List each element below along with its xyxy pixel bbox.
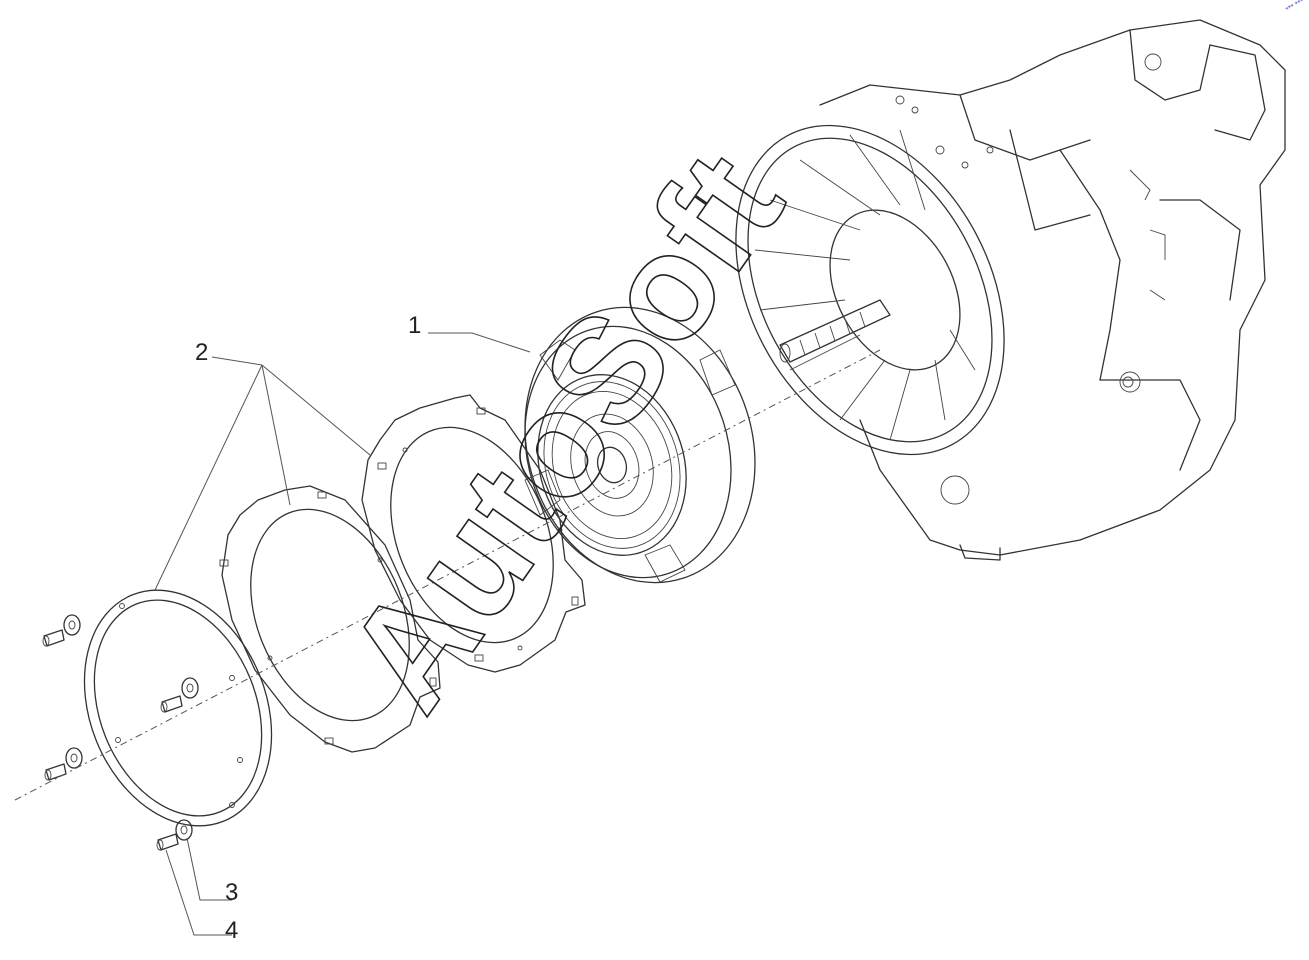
bolt-washer-2 [160, 677, 199, 713]
callout-1: 1 [408, 312, 421, 339]
callout-3: 3 [225, 879, 238, 906]
center-axis-line [14, 349, 881, 801]
input-shaft [779, 299, 891, 363]
leader-lines [154, 332, 531, 936]
watermark-text: AutoSoft [314, 123, 815, 738]
callout-4: 4 [225, 917, 238, 944]
cover-plate [83, 589, 273, 827]
transmission-housing [819, 19, 1286, 561]
bolts-and-washers [42, 614, 199, 851]
gasket-upper [361, 394, 586, 673]
gasket-middle [219, 485, 441, 753]
torque-converter [524, 306, 756, 584]
callout-2: 2 [195, 339, 208, 366]
bolt-washer-1 [42, 614, 81, 647]
bolt-washer-4 [156, 819, 193, 851]
bell-housing [735, 124, 1005, 456]
